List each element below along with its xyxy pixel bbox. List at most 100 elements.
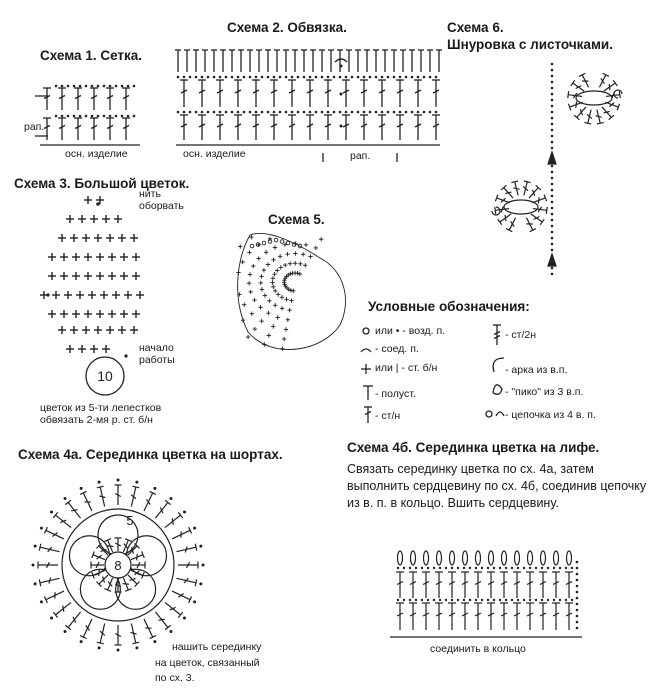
chain-dot (302, 75, 306, 79)
chain-dot (120, 114, 124, 118)
dc-post (198, 89, 206, 94)
row-chain (504, 566, 508, 570)
row-chain (438, 566, 442, 570)
leaf-stitch (612, 79, 618, 87)
legend-title: Условные обозначения: (368, 299, 530, 314)
legend-text-dc: - ст/н (375, 410, 401, 422)
row-chain (522, 566, 526, 570)
chain-ring (297, 243, 303, 249)
row-post (513, 612, 521, 617)
dc-post (90, 124, 98, 130)
outer-post (149, 635, 157, 640)
chain-dot (124, 354, 128, 358)
outer-chain (193, 600, 197, 604)
dc-post (306, 89, 314, 94)
outer-post (184, 546, 188, 553)
chain-dot (230, 110, 234, 114)
outer-chain (153, 486, 157, 490)
dc-post (432, 89, 440, 94)
base-fabric-label-2: осн. изделие (183, 148, 246, 160)
chain-dot (356, 110, 360, 114)
chain-loop-symbol (495, 411, 505, 417)
outer-post (114, 492, 122, 498)
dc-post (270, 123, 278, 128)
chain-dot (176, 110, 180, 114)
outer-post (85, 625, 90, 631)
leaf-stitch (539, 218, 545, 226)
chain-dot (332, 110, 336, 114)
chain-dot (428, 75, 432, 79)
picot-loop (487, 550, 495, 566)
dc-post (324, 89, 332, 94)
row-post (435, 612, 443, 617)
dc-post (288, 123, 296, 128)
chain-dot (78, 84, 82, 88)
inner-post (136, 553, 138, 561)
row-post (500, 580, 508, 586)
row-chain (474, 566, 478, 570)
row-chain (540, 598, 544, 602)
scheme-4b-title: Схема 4б. Серединка цветка на лифе. (347, 440, 600, 455)
leaf-stitch (505, 191, 512, 195)
outer-post (149, 490, 157, 495)
leaf-stitch (616, 103, 621, 111)
row-chain (516, 566, 520, 570)
leaf-stitch (535, 184, 542, 191)
leaf-stitch (608, 114, 615, 121)
legend-text-chain4: - цепочка из 4 в. п. (505, 409, 596, 421)
chain-dot (182, 110, 186, 114)
cut-thread-label: нить (139, 188, 161, 200)
turn-chain (575, 566, 579, 570)
row-post (448, 612, 456, 617)
row-post (487, 612, 495, 617)
leaf-stitch (494, 194, 499, 202)
chain-dot (386, 75, 390, 79)
row-chain (444, 566, 448, 570)
direction-arrow (547, 150, 557, 165)
chain-dot (339, 64, 343, 68)
leaf-stitch (500, 197, 506, 203)
chain-dot (284, 110, 288, 114)
inner-post (114, 542, 122, 547)
leaf-stitch (603, 110, 610, 114)
dc-post (43, 124, 51, 130)
dc-post (252, 89, 260, 94)
row-chain (570, 598, 574, 602)
chain-dot (550, 62, 554, 66)
outer-post (65, 624, 72, 631)
row-post (461, 580, 469, 586)
scheme-1-mesh (35, 84, 140, 146)
outer-chain (97, 646, 101, 650)
row-chain (456, 566, 460, 570)
outer-post (79, 635, 87, 640)
inner-post (98, 569, 100, 577)
leaf-stitch (609, 102, 615, 108)
chain-dot (422, 110, 426, 114)
legend-text-hdc: - полуст. (375, 388, 416, 400)
chain-dot (434, 75, 438, 79)
leaf-stitch (572, 92, 578, 99)
chain-dot (326, 110, 330, 114)
dc-post (74, 124, 82, 130)
row-chain (522, 598, 526, 602)
outer-chain (63, 497, 67, 501)
chain-dot (126, 114, 130, 118)
chain-dot (84, 114, 88, 118)
turn-chain (575, 608, 579, 612)
row-chain (540, 566, 544, 570)
chain-dot (550, 134, 554, 138)
inner-post (91, 571, 95, 579)
scheme-3-large-flower (40, 196, 144, 358)
tr-symbol (493, 334, 501, 340)
chain-dot (236, 75, 240, 79)
picot-loop (461, 550, 469, 566)
outer-post (45, 561, 51, 569)
outer-post (60, 519, 67, 524)
dc-post (288, 89, 296, 94)
row-post (565, 612, 573, 617)
chain-dot (102, 114, 106, 118)
row-chain (456, 598, 460, 602)
leaf-stitch (602, 72, 610, 77)
chain-dot (326, 75, 330, 79)
